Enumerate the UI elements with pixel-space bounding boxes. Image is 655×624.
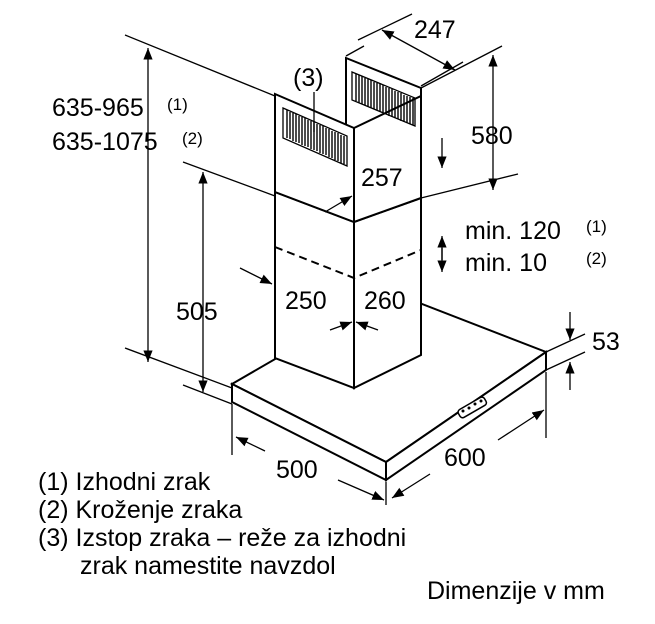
dim-500 [231,404,387,505]
label-500: 500 [276,456,318,484]
label-600: 600 [444,444,486,472]
note-min-120: (1) [586,217,607,236]
legend-item-3-cont: zrak namestite navzdol [80,552,336,580]
note-total-height-2: (2) [182,129,203,148]
label-260: 260 [364,287,406,315]
callout-3: (3) [293,64,324,92]
label-total-height-1: 635-965 [52,94,144,122]
label-505: 505 [176,298,218,326]
dim-total-height [124,34,276,389]
note-min-10: (2) [586,249,607,268]
dim-257 [324,138,447,213]
air-outlet-slots-right [351,71,416,127]
control-panel-icon [457,396,488,419]
upper-chimney [274,56,422,224]
units-label: Dimenzije v mm [427,577,605,605]
legend-item-2: (2) Kroženje zraka [38,496,243,524]
dim-250-260 [239,267,379,331]
dim-600 [391,372,547,499]
lower-chimney [274,190,422,390]
dim-505 [182,161,276,405]
label-53: 53 [592,328,620,356]
legend-item-1: (1) Izhodni zrak [38,468,211,496]
air-outlet-slots-left [282,107,348,167]
label-total-height-2: 635-1075 [52,128,158,156]
dim-53 [545,312,586,390]
note-total-height-1: (1) [167,95,188,114]
label-min-120: min. 120 [465,217,561,245]
hood-canopy [229,290,549,482]
legend-item-3: (3) Izstop zraka – reže za izhodni [38,524,407,552]
label-580: 580 [471,122,513,150]
label-250: 250 [285,287,327,315]
label-247: 247 [414,16,456,44]
label-257: 257 [361,164,403,192]
legend: (1) Izhodni zrak (2) Kroženje zraka (3) … [38,468,406,580]
dim-580 [420,45,519,199]
label-min-10: min. 10 [465,249,547,277]
dim-247 [345,13,464,87]
